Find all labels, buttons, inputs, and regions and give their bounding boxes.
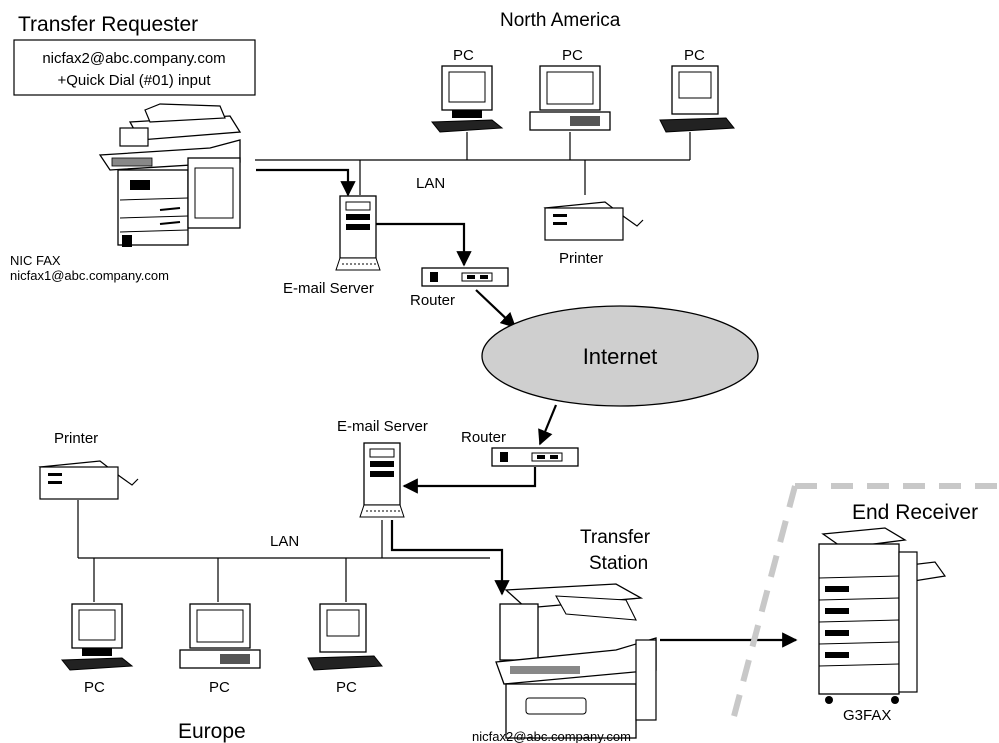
eu-printer-label: Printer — [54, 430, 98, 447]
pc-icon — [430, 65, 504, 133]
printer-icon — [38, 460, 139, 500]
requester-address-box: nicfax2@abc.company.com +Quick Dial (#01… — [13, 39, 256, 96]
requester-title: Transfer Requester — [18, 13, 198, 36]
europe-title: Europe — [178, 720, 246, 743]
na-data-path — [256, 168, 517, 329]
eu-pc-2-label: PC — [209, 679, 230, 696]
printer-icon — [543, 201, 644, 241]
pc-icon — [60, 603, 134, 671]
europe-lan — [77, 500, 490, 602]
eu-pc-1-label: PC — [84, 679, 105, 696]
eu-router-label: Router — [461, 429, 506, 446]
end-receiver-device-label: G3FAX — [843, 707, 891, 724]
requester-box-line1: nicfax2@abc.company.com — [42, 50, 225, 67]
pc-icon — [307, 603, 383, 671]
transfer-station-email: nicfax2@abc.company.com — [472, 729, 631, 743]
router-icon — [421, 267, 509, 287]
na-printer-label: Printer — [559, 250, 603, 267]
europe-data-path — [390, 404, 798, 648]
eu-pc-3-label: PC — [336, 679, 357, 696]
na-router-label: Router — [410, 292, 455, 309]
internet-label: Internet — [583, 344, 658, 369]
multifunction-copier-icon — [98, 103, 242, 247]
transfer-station-title-2: Station — [589, 553, 648, 574]
pc-icon — [529, 65, 611, 131]
eu-email-server-label: E-mail Server — [337, 418, 428, 435]
cloud-icon: Internet — [481, 305, 759, 407]
server-icon — [335, 195, 381, 271]
pc-icon — [179, 603, 261, 669]
fax-machine-icon — [495, 583, 657, 739]
transfer-station-title-1: Transfer — [580, 527, 651, 548]
requester-box-line2: +Quick Dial (#01) input — [58, 72, 212, 89]
north-america-lan — [255, 132, 691, 195]
end-receiver-title: End Receiver — [852, 501, 978, 524]
north-america-lan-label: LAN — [416, 175, 445, 192]
na-email-server-label: E-mail Server — [283, 280, 374, 297]
na-pc-2-label: PC — [562, 47, 583, 64]
router-icon — [491, 447, 579, 467]
fax-machine-icon — [818, 527, 947, 704]
requester-device-email: nicfax1@abc.company.com — [10, 268, 169, 283]
europe-lan-label: LAN — [270, 533, 299, 550]
server-icon — [359, 442, 405, 518]
north-america-title: North America — [500, 10, 621, 31]
pc-icon — [659, 65, 735, 133]
na-pc-3-label: PC — [684, 47, 705, 64]
na-pc-1-label: PC — [453, 47, 474, 64]
end-receiver-divider — [730, 483, 999, 721]
requester-device-label: NIC FAX — [10, 253, 61, 268]
